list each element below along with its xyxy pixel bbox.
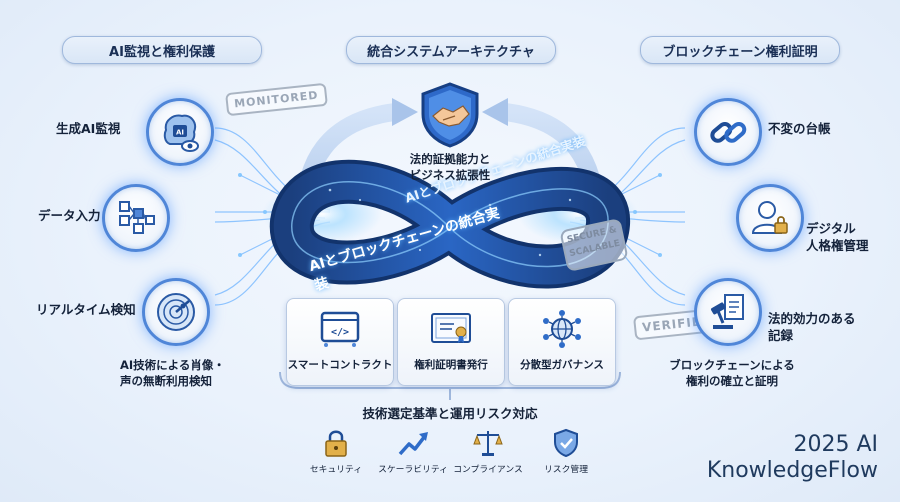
- label-legal-record: 法的効力のある 記録: [768, 294, 856, 345]
- label-realtime-detection: リアルタイム検知: [36, 302, 136, 319]
- section-title-center: 統合システムアーキテクチャ: [346, 36, 556, 64]
- card-smart-contract: </> スマートコントラクト: [286, 298, 394, 386]
- monitored-stamp-text: MONITORED: [233, 88, 320, 111]
- section-title-left-text: AI監視と権利保護: [109, 44, 215, 60]
- risk-item-security-label: セキュリティ: [309, 465, 363, 475]
- card-rights-certificate-label: 権利証明書発行: [414, 359, 488, 371]
- brand-year-text: 2025 AI: [793, 432, 878, 457]
- left-note: AI技術による肖像・ 声の無断利用検知: [120, 358, 225, 389]
- risk-item-compliance: コンプライアンス: [448, 428, 528, 475]
- label-data-input-text: データ入力: [38, 208, 101, 223]
- node-data-input: [102, 184, 170, 252]
- handshake-shield-icon: [415, 80, 485, 150]
- right-note: ブロックチェーンによる 権利の確立と証明: [662, 358, 802, 389]
- padlock-icon: [325, 430, 347, 457]
- risk-item-scalability: スケーラビリティ: [373, 428, 453, 475]
- label-legal-record-text: 法的効力のある 記録: [768, 310, 856, 343]
- chain-link-icon: [710, 121, 747, 143]
- label-digital-personality-rights-text: デジタル 人格権管理: [806, 220, 869, 253]
- gavel-document-icon: [710, 294, 744, 329]
- left-note-line-2: 声の無断利用検知: [120, 373, 212, 388]
- card-decentralized-governance-label: 分散型ガバナンス: [520, 359, 604, 371]
- network-globe-icon: [543, 310, 581, 348]
- brand-year: 2025 AI: [793, 432, 878, 457]
- shield-caption-line-2: ビジネス拡張性: [409, 167, 491, 182]
- brand-name-text: KnowledgeFlow: [706, 458, 878, 483]
- user-lock-icon: [751, 201, 788, 234]
- shield-check-icon: [554, 428, 578, 458]
- card-decentralized-governance: 分散型ガバナンス: [508, 298, 616, 386]
- node-immutable-ledger: [694, 98, 762, 166]
- code-window-icon: </>: [320, 311, 360, 347]
- label-digital-personality-rights: デジタル 人格権管理: [806, 204, 869, 255]
- risk-item-security: セキュリティ: [296, 428, 376, 475]
- risk-item-compliance-label: コンプライアンス: [453, 465, 523, 475]
- svg-text:AI: AI: [176, 129, 184, 137]
- risk-title-text: 技術選定基準と運用リスク対応: [362, 406, 538, 421]
- section-title-center-text: 統合システムアーキテクチャ: [367, 44, 535, 60]
- section-title-right: ブロックチェーン権利証明: [640, 36, 840, 64]
- certificate-icon: [431, 313, 471, 343]
- svg-text:</>: </>: [331, 327, 349, 338]
- card-rights-certificate: 権利証明書発行: [397, 298, 505, 386]
- left-note-line-1: AI技術による肖像・: [120, 358, 225, 372]
- label-data-input: データ入力: [38, 208, 101, 225]
- label-generative-ai-monitor: 生成AI監視: [56, 121, 120, 138]
- section-title-left: AI監視と権利保護: [62, 36, 262, 64]
- radar-icon: [157, 293, 195, 331]
- node-digital-personality-rights: [736, 184, 804, 252]
- scales-icon: [473, 431, 503, 456]
- right-note-line-2: 権利の確立と証明: [686, 373, 778, 388]
- card-smart-contract-label: スマートコントラクト: [287, 359, 393, 371]
- risk-item-risk-management-label: リスク管理: [544, 465, 588, 475]
- ai-brain-eye-icon: AI: [163, 114, 199, 152]
- label-immutable-ledger-text: 不変の台帳: [768, 121, 831, 136]
- label-generative-ai-monitor-text: 生成AI監視: [56, 121, 121, 136]
- data-flow-icon: [119, 201, 155, 234]
- node-generative-ai-monitor: AI: [146, 98, 214, 166]
- risk-title: 技術選定基準と運用リスク対応: [300, 403, 600, 422]
- risk-item-risk-management: リスク管理: [526, 428, 606, 475]
- brand-name: KnowledgeFlow: [707, 458, 878, 483]
- node-legal-record: [694, 278, 762, 346]
- label-realtime-detection-text: リアルタイム検知: [36, 302, 136, 317]
- right-note-line-1: ブロックチェーンによる: [669, 358, 795, 372]
- label-immutable-ledger: 不変の台帳: [768, 121, 831, 138]
- growth-arrow-icon: [398, 432, 428, 456]
- node-realtime-detection: [142, 278, 210, 346]
- section-title-right-text: ブロックチェーン権利証明: [662, 44, 818, 60]
- shield-caption: 法的証拠能力と ビジネス拡張性: [390, 152, 510, 183]
- risk-item-scalability-label: スケーラビリティ: [378, 465, 448, 475]
- shield-caption-line-1: 法的証拠能力と: [409, 152, 491, 166]
